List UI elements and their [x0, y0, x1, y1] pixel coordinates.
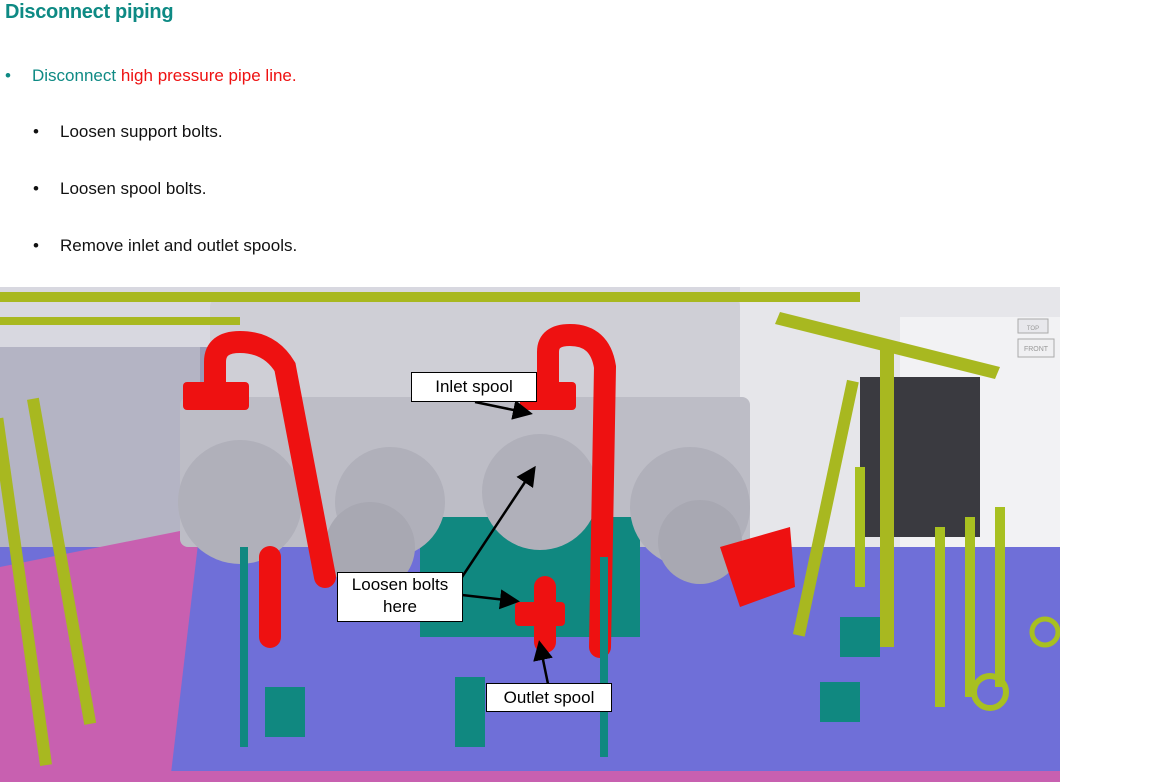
page-title: Disconnect piping	[5, 1, 174, 23]
flange	[658, 500, 742, 584]
pipe-flange	[183, 382, 249, 410]
inlet-spool-callout: Inlet spool	[411, 372, 537, 402]
bullet-dot-icon: •	[33, 179, 39, 198]
outlet-spool-callout: Outlet spool	[486, 683, 612, 712]
support-frame	[0, 292, 1000, 766]
cylinder-head	[482, 434, 598, 550]
bullet-dot-icon: •	[33, 122, 39, 141]
hand-wheel-icon	[971, 673, 1009, 711]
flange	[325, 502, 415, 592]
view-cube: TOP FRONT	[1017, 318, 1055, 358]
view-cube-front: FRONT	[1024, 346, 1049, 353]
outlet-spool-flange	[515, 602, 565, 626]
left-equipment	[0, 347, 200, 567]
cylinder-head	[178, 440, 302, 564]
inlet-spool-label: Inlet spool	[435, 377, 513, 396]
loosen-bolts-label: Loosen bolts	[351, 575, 449, 594]
view-cube-top: TOP	[1027, 326, 1039, 332]
callout-arrows	[460, 400, 553, 685]
green-pipes	[855, 467, 1005, 707]
outlet-spool-label: Outlet spool	[503, 688, 595, 707]
red-valve	[720, 527, 795, 607]
pump-piping-illustration: TOP FRONT Inlet spool Loosen bolts here …	[0, 287, 1060, 782]
loosen-bolts-callout: Loosen bolts here	[337, 572, 463, 622]
left-deck-area	[0, 527, 200, 782]
bullet-dot-icon: •	[33, 236, 39, 255]
pump-3d-model: TOP FRONT	[0, 287, 1060, 782]
floor-edge	[0, 771, 1060, 782]
sub-bullet-text: Remove inlet and outlet spools.	[60, 236, 298, 255]
hand-wheel-icon	[1029, 616, 1060, 648]
bullet-dot-icon: •	[5, 66, 11, 85]
sub-bullet-text: Loosen spool bolts.	[60, 179, 207, 198]
sub-bullet-text: Loosen support bolts.	[60, 122, 223, 141]
main-bullet-highlight: high pressure pipe line.	[120, 66, 297, 85]
teal-supports	[240, 547, 880, 757]
loosen-bolts-label-line2: here	[382, 597, 418, 616]
right-dark-panel	[860, 377, 980, 537]
main-bullet-prefix: Disconnect	[32, 66, 121, 85]
main-bullet-text: Disconnect high pressure pipe line.	[32, 66, 297, 86]
